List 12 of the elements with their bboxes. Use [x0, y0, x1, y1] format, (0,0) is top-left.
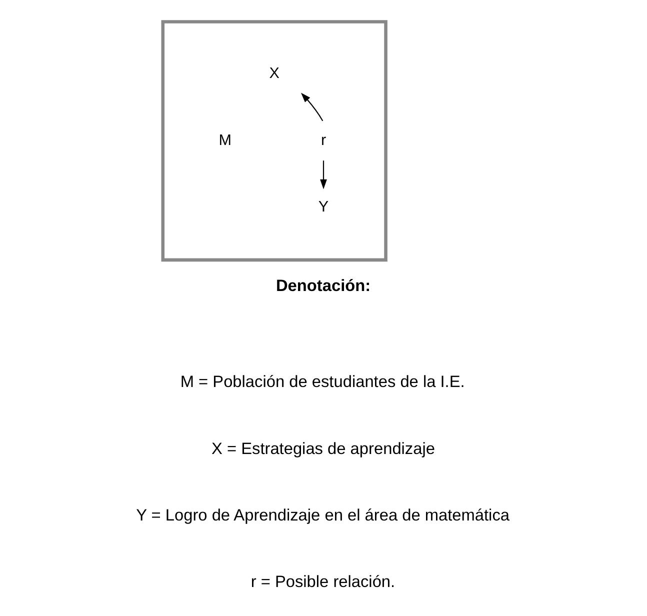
node-text: Y [318, 198, 329, 216]
node-text: M [218, 132, 232, 149]
label: Denotación: [276, 277, 371, 296]
cluster [161, 20, 388, 262]
arrow [300, 92, 324, 122]
label: r = Posible relación. [250, 573, 396, 592]
node-text: X [269, 65, 280, 82]
arrow [320, 160, 327, 190]
label: M = Población de estudiantes de la I.E. [180, 373, 465, 392]
node-text: r [320, 132, 326, 149]
label: Y = Logro de Aprendizaje en el área de matemática [136, 506, 510, 525]
label: X = Estrategias de aprendizaje [212, 440, 435, 458]
